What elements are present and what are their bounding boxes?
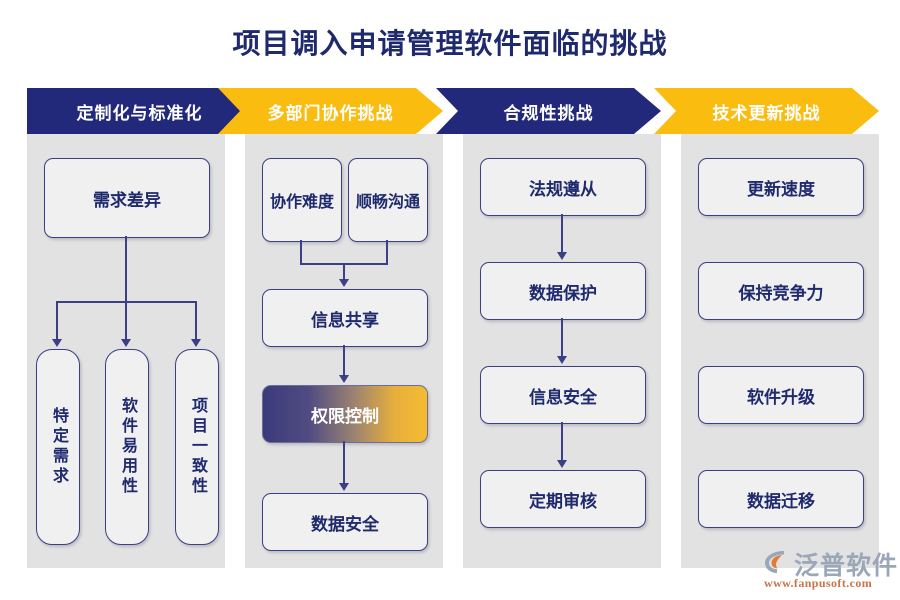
column-header-label-2: 多部门协作挑战: [267, 103, 394, 123]
node-data-protection[interactable]: 数据保护: [480, 262, 646, 320]
node-label: 需求差异: [93, 190, 161, 210]
connector-stem: [125, 236, 127, 302]
node-label: 更新速度: [747, 179, 815, 199]
node-specific-requirement[interactable]: 特定需求: [36, 349, 80, 545]
node-data-security[interactable]: 数据安全: [262, 493, 428, 551]
arrowhead-3-4: [557, 460, 567, 468]
connector-drop-right: [195, 301, 197, 341]
node-label: 定期审核: [529, 491, 597, 511]
connector-drop-mid: [125, 301, 127, 341]
connector-right-down: [386, 240, 388, 264]
column-header-banner-4: 技术更新挑战: [654, 88, 879, 134]
node-software-usability[interactable]: 软件易用性: [105, 349, 149, 545]
node-label: 数据安全: [311, 514, 379, 534]
connector-2-3: [561, 318, 563, 358]
column-header-banner-1: 定制化与标准化: [27, 88, 252, 134]
node-periodic-audit[interactable]: 定期审核: [480, 470, 646, 528]
node-label: 顺畅沟通: [355, 194, 420, 211]
node-software-upgrade[interactable]: 软件升级: [698, 366, 864, 424]
arrowhead-2-3: [557, 356, 567, 364]
node-label: 软件升级: [747, 387, 815, 407]
node-permission-control[interactable]: 权限控制: [262, 385, 428, 443]
logo-brand-text: 泛普软件: [794, 553, 899, 580]
node-project-consistency[interactable]: 项目一致性: [175, 349, 219, 545]
node-data-migration[interactable]: 数据迁移: [698, 470, 864, 528]
node-label: 特定需求: [50, 407, 67, 487]
connector-to-highlight: [343, 345, 345, 377]
node-regulatory-compliance[interactable]: 法规遵从: [480, 158, 646, 216]
node-collaboration-difficulty[interactable]: 协作难度: [262, 158, 342, 242]
arrowhead-to-highlight: [339, 375, 349, 383]
arrowhead-mid: [121, 339, 131, 347]
column-header-label-1: 定制化与标准化: [76, 103, 203, 123]
arrowhead-to-bottom: [339, 483, 349, 491]
company-logo: 泛普软件 www.fanpusoft.com: [762, 546, 897, 592]
node-label: 软件易用性: [119, 397, 136, 497]
node-label: 保持竞争力: [738, 283, 824, 303]
column-panel-3: 法规遵从 数据保护 信息安全 定期审核: [463, 134, 661, 568]
node-requirement-difference[interactable]: 需求差异: [44, 158, 210, 238]
column-panel-1: 需求差异 特定需求 软件易用性 项目一致性: [27, 134, 225, 568]
node-information-security[interactable]: 信息安全: [480, 366, 646, 424]
column-technology-update: 技术更新挑战 更新速度 保持竞争力 软件升级 数据迁移: [654, 88, 879, 568]
connector-merge-stem: [343, 263, 345, 281]
fanpu-swoosh-icon: [762, 548, 790, 576]
arrowhead-left: [52, 339, 62, 347]
column-header-label-4: 技术更新挑战: [712, 103, 821, 123]
column-panel-2: 协作难度 顺畅沟通 信息共享 权限控制 数据安全: [245, 134, 443, 568]
arrowhead-right: [191, 339, 201, 347]
node-label: 协作难度: [269, 194, 334, 211]
node-label: 数据保护: [529, 283, 597, 303]
node-information-sharing[interactable]: 信息共享: [262, 289, 428, 347]
node-label: 数据迁移: [747, 491, 815, 511]
column-header-banner-2: 多部门协作挑战: [218, 88, 443, 134]
node-smooth-communication[interactable]: 顺畅沟通: [348, 158, 428, 242]
node-label: 权限控制: [311, 406, 379, 426]
node-update-speed[interactable]: 更新速度: [698, 158, 864, 216]
node-maintain-competitiveness[interactable]: 保持竞争力: [698, 262, 864, 320]
page-title: 项目调入申请管理软件面临的挑战: [232, 29, 668, 60]
logo-url-text: www.fanpusoft.com: [764, 576, 873, 590]
node-label: 信息共享: [311, 310, 379, 330]
connector-left-down: [300, 240, 302, 264]
node-label: 项目一致性: [189, 397, 206, 497]
connector-drop-left: [56, 301, 58, 341]
arrowhead-1-2: [557, 252, 567, 260]
column-header-label-3: 合规性挑战: [503, 103, 594, 123]
connector-to-bottom: [343, 441, 345, 485]
connector-3-4: [561, 422, 563, 462]
column-panel-4: 更新速度 保持竞争力 软件升级 数据迁移: [681, 134, 879, 568]
node-label: 法规遵从: [529, 179, 597, 199]
connector-1-2: [561, 214, 563, 254]
column-compliance: 合规性挑战 法规遵从 数据保护 信息安全 定期审核: [436, 88, 661, 568]
column-customization: 定制化与标准化 需求差异 特定需求 软件易用性 项目一致性: [27, 88, 252, 568]
column-header-banner-3: 合规性挑战: [436, 88, 661, 134]
arrowhead-merge: [339, 279, 349, 287]
node-label: 信息安全: [529, 387, 597, 407]
column-collaboration: 多部门协作挑战 协作难度 顺畅沟通 信息共享 权限控制: [218, 88, 443, 568]
